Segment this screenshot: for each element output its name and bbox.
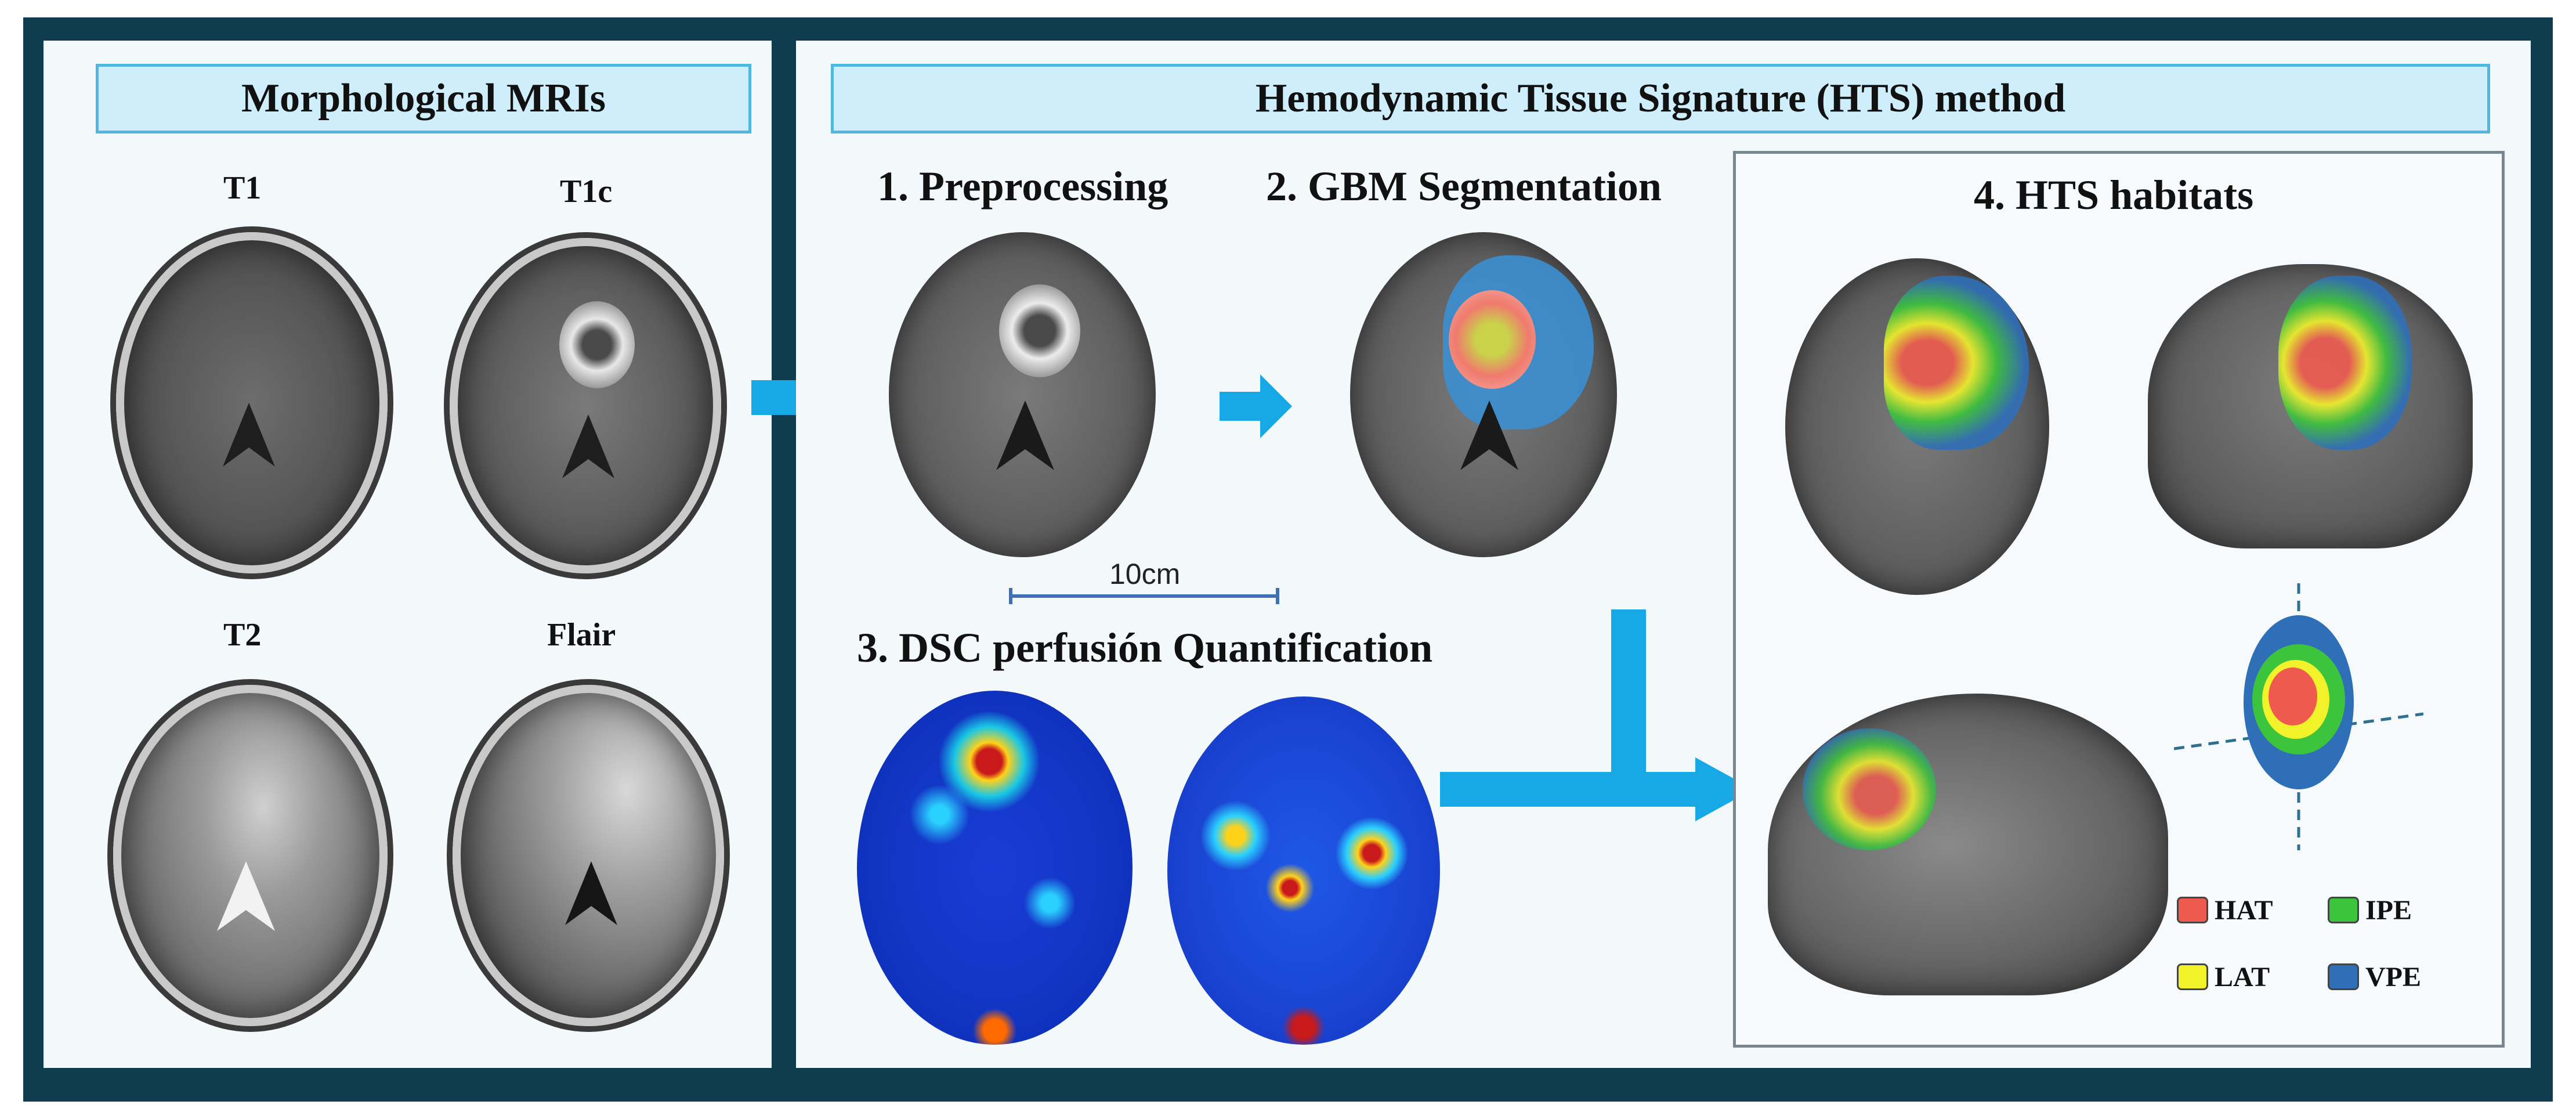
habitats-sagittal-image (1768, 694, 2168, 995)
scale-bar-label: 10cm (1109, 558, 1181, 590)
step-habitats-label: 4. HTS habitats (1974, 172, 2254, 218)
perfusion-map-1 (857, 691, 1133, 1045)
legend-vpe-label: VPE (2365, 962, 2421, 992)
flair-mri-image (453, 685, 724, 1026)
step-dsc-label: 3. DSC perfusión Quantification (857, 625, 1433, 671)
label-flair: Flair (547, 617, 616, 653)
hts-title-text: Hemodynamic Tissue Signature (HTS) metho… (1255, 76, 2066, 121)
arrow-to-habitats (1440, 609, 1753, 821)
label-t2: T2 (223, 617, 262, 653)
scale-bar (1009, 588, 1279, 604)
legend-vpe-swatch (2328, 963, 2359, 990)
legend-hat-label: HAT (2215, 895, 2273, 926)
hts-habitats-box: 4. HTS habitats HAT IPE LAT VPE (1733, 151, 2505, 1048)
t1-mri-image (116, 232, 388, 573)
legend-lat-label: LAT (2215, 962, 2270, 992)
label-t1c: T1c (560, 174, 613, 210)
morphological-title: Morphological MRIs (96, 64, 751, 133)
legend-ipe-label: IPE (2365, 895, 2412, 926)
habitats-axial-image (1785, 258, 2049, 595)
t2-mri-image (113, 685, 388, 1026)
arrow-to-segmentation (1220, 374, 1292, 438)
step-preprocessing-label: 1. Preprocessing (877, 163, 1168, 210)
preprocessing-mri-image (889, 232, 1156, 557)
habitats-coronal-image (2148, 264, 2473, 548)
hts-panel: Hemodynamic Tissue Signature (HTS) metho… (796, 41, 2531, 1068)
segmentation-mri-image (1350, 232, 1617, 557)
morphological-title-text: Morphological MRIs (241, 76, 606, 121)
t1c-mri-image (450, 238, 721, 573)
legend-hat-swatch (2177, 897, 2208, 923)
step-segmentation-label: 2. GBM Segmentation (1266, 163, 1662, 210)
label-t1: T1 (223, 170, 262, 206)
legend-lat-swatch (2177, 963, 2208, 990)
habitats-3d-rendering (2174, 583, 2423, 850)
legend-ipe-swatch (2328, 897, 2359, 923)
morphological-panel: Morphological MRIs T1 T1c T2 Flair (44, 41, 772, 1068)
perfusion-map-2 (1167, 696, 1440, 1045)
hts-title: Hemodynamic Tissue Signature (HTS) metho… (831, 64, 2490, 133)
